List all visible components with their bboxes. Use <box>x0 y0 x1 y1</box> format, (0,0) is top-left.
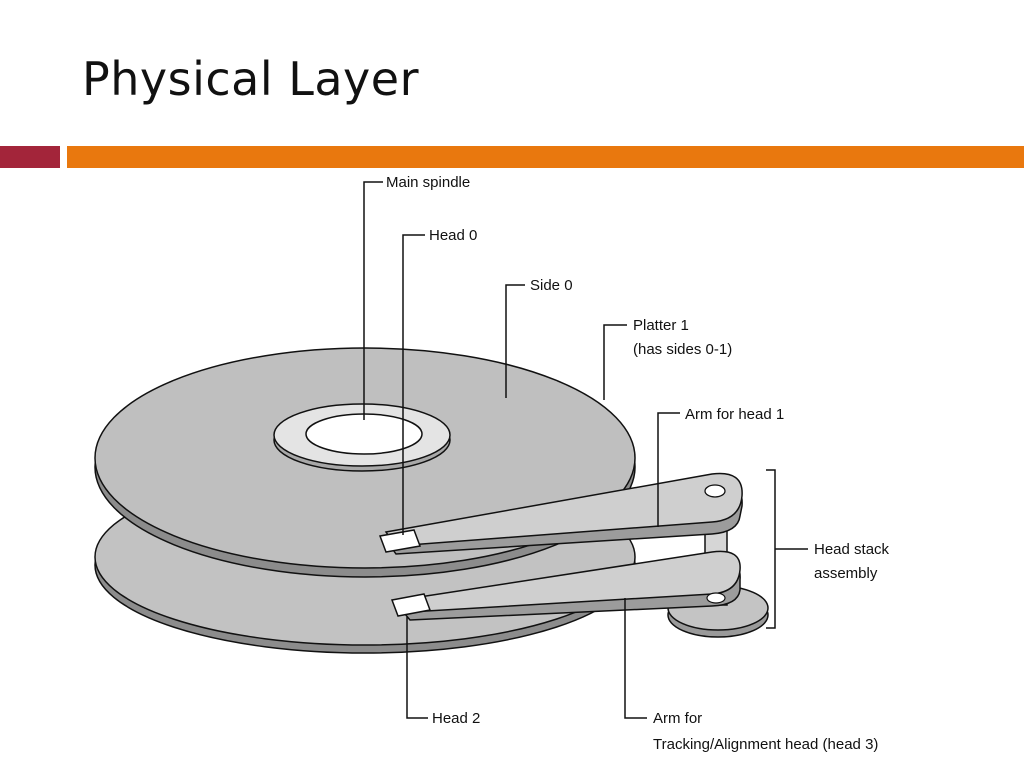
label-head-0: Head 0 <box>429 227 477 244</box>
upper-arm <box>384 472 743 555</box>
label-tracking-head: Tracking/Alignment head (head 3) <box>653 736 878 753</box>
accent-bar-right <box>67 146 1024 168</box>
label-main-spindle: Main spindle <box>386 174 470 191</box>
label-platter-1: Platter 1 <box>633 317 689 334</box>
head-2-slider <box>390 593 432 617</box>
slide-title: Physical Layer <box>82 52 419 106</box>
lower-arm <box>398 550 741 621</box>
label-side-0: Side 0 <box>530 277 573 294</box>
label-arm-head-1: Arm for head 1 <box>685 406 784 423</box>
label-head-2: Head 2 <box>432 710 480 727</box>
accent-bar-left <box>0 146 60 168</box>
label-platter-1-sides: (has sides 0-1) <box>633 341 732 358</box>
label-arm-for: Arm for <box>653 710 702 727</box>
spindle-hub <box>273 403 451 472</box>
label-head-stack: Head stack <box>814 541 890 558</box>
label-head-stack-assembly: assembly <box>814 565 878 582</box>
leader-lines <box>363 181 808 719</box>
